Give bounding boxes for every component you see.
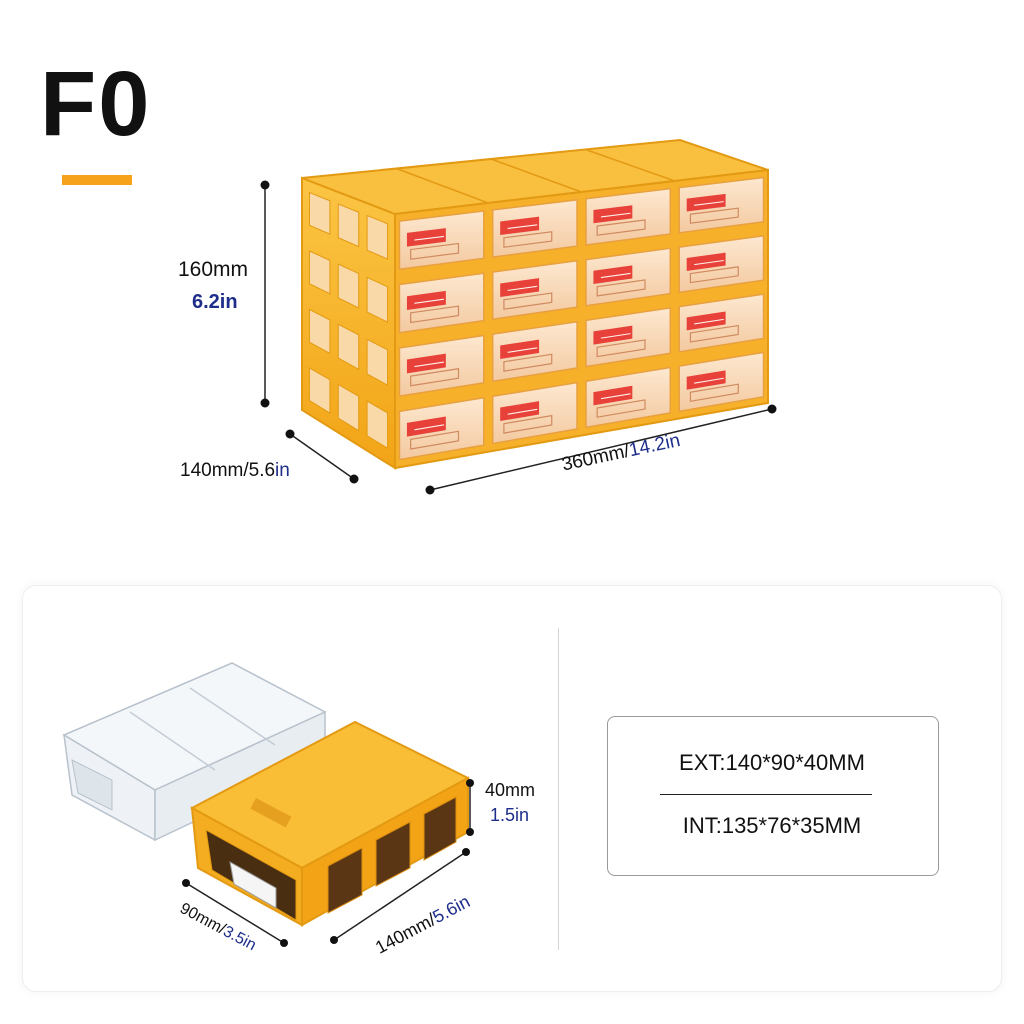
drawer-width-line	[185, 882, 285, 944]
drawer-cell	[491, 381, 578, 445]
drawer-cell	[585, 307, 672, 368]
drawer-cell	[585, 366, 672, 429]
drawer-cell	[678, 293, 765, 353]
storage-cabinet-icon	[260, 138, 777, 495]
depth-label: 140mm/5.6in	[180, 460, 290, 482]
drawer-cell	[585, 247, 672, 307]
title-underline	[62, 175, 132, 185]
drawer-cell	[585, 187, 672, 246]
drawer-cell	[398, 272, 485, 334]
height-mm-label: 160mm	[178, 258, 249, 281]
drawer-length-line	[333, 851, 467, 941]
drawer-cell	[678, 351, 765, 413]
drawer-insert-icon	[62, 662, 327, 842]
drawer-height-mm-label: 40mm	[485, 780, 536, 800]
drawer-cell	[491, 259, 578, 321]
panel-divider	[558, 628, 559, 950]
case-shell-icon	[189, 720, 471, 927]
drawer-height-in-label: 1.5in	[490, 805, 530, 825]
cabinet-side-slots	[308, 191, 389, 450]
drawer-cell	[491, 198, 578, 258]
cabinet-drawer-grid	[394, 168, 769, 470]
model-title: F0	[40, 53, 152, 155]
spec-internal-size: INT:135*76*35MM	[682, 813, 862, 838]
drawer-cell	[678, 176, 765, 234]
cabinet-front-frame	[394, 168, 769, 470]
width-dimension-line	[429, 408, 773, 491]
depth-dimension-line	[289, 433, 355, 480]
spec-external-size: EXT:140*90*40MM	[679, 750, 865, 775]
drawer-cell	[398, 396, 485, 461]
depth-mm-label: 140mm/5.6	[180, 460, 276, 481]
drawer-cell	[678, 234, 765, 294]
height-in-label: 6.2in	[192, 291, 238, 313]
drawer-cell	[398, 334, 485, 398]
spec-box	[607, 716, 939, 876]
depth-in-label: in	[275, 460, 290, 481]
cabinet-top-seams	[396, 148, 675, 204]
drawer-cell	[491, 320, 578, 383]
drawer-cell	[398, 210, 485, 271]
spec-divider	[660, 794, 872, 795]
